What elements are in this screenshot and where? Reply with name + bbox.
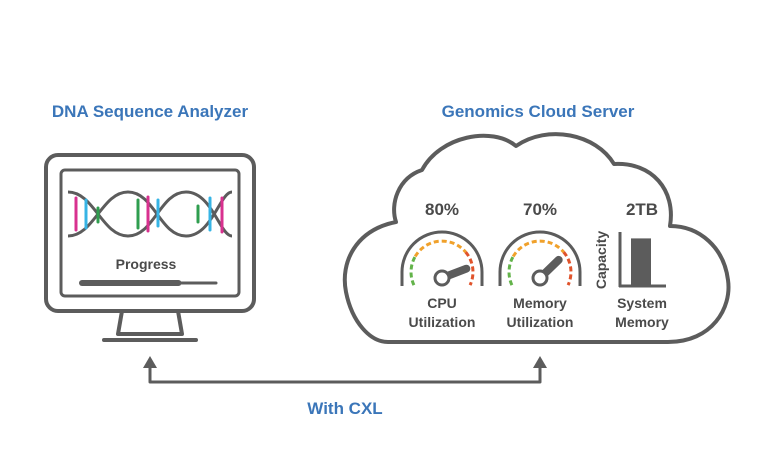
capacity-axis-label: Capacity — [593, 231, 609, 290]
dna-helix-icon — [67, 190, 233, 238]
gauge-scale-low — [507, 255, 515, 286]
gauge-scale-high — [464, 251, 475, 286]
monitor-neck — [116, 310, 184, 336]
server-title: Genomics Cloud Server — [442, 102, 635, 121]
monitor-icon — [44, 153, 256, 342]
cxl-connection-label: With CXL — [307, 399, 382, 418]
arrow-up-right-icon — [533, 356, 547, 368]
gauge-scale-mid — [511, 239, 565, 258]
arrow-up-left-icon — [143, 356, 157, 368]
system-memory-label-line1: System — [617, 295, 667, 311]
memory-gauge-icon — [498, 230, 582, 287]
memory-label-line2: Utilization — [507, 314, 574, 330]
cxl-connection-line — [148, 368, 542, 384]
system-memory-bar — [631, 238, 651, 286]
cpu-label-line1: CPU — [427, 295, 457, 311]
monitor-bezel — [44, 153, 256, 313]
memory-utilization-value: 70% — [523, 200, 557, 219]
cpu-label-line2: Utilization — [409, 314, 476, 330]
cpu-utilization-value: 80% — [425, 200, 459, 219]
bar-chart-icon — [618, 232, 666, 288]
system-memory-value: 2TB — [626, 200, 658, 219]
gauge-body — [400, 230, 484, 273]
gauge-scale-mid — [413, 239, 467, 258]
gauge-hub — [433, 269, 451, 287]
monitor-screen — [59, 168, 241, 298]
dna-strand-a — [67, 190, 233, 238]
analyzer-title: DNA Sequence Analyzer — [52, 102, 249, 121]
gauge-scale-high — [562, 251, 573, 286]
progress-label: Progress — [116, 256, 177, 272]
gauge-scale-low — [409, 255, 417, 286]
system-memory-label-line2: Memory — [615, 314, 669, 330]
bidirectional-arrow-icon — [143, 356, 547, 384]
dna-strand-b — [67, 190, 233, 238]
cloud-icon — [342, 132, 731, 344]
memory-label-line1: Memory — [513, 295, 567, 311]
gauge-hub — [531, 269, 549, 287]
gauge-body — [498, 230, 582, 273]
cpu-gauge-icon — [400, 230, 484, 287]
